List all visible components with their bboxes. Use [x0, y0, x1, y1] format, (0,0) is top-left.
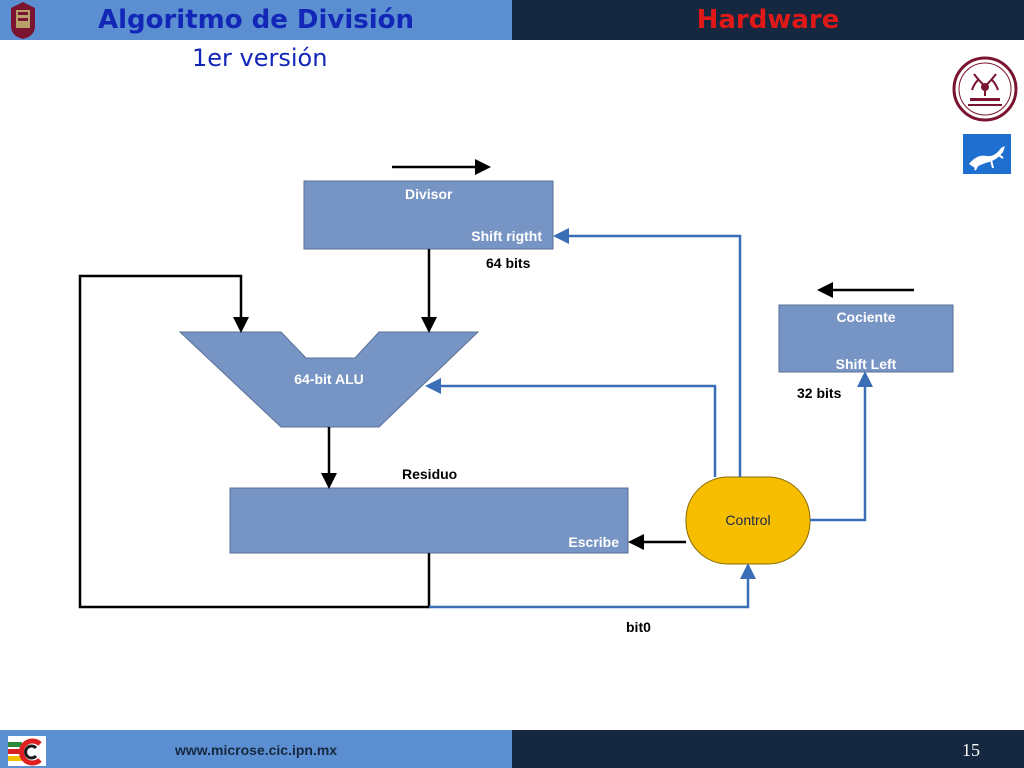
ipn-logo-icon	[11, 2, 35, 39]
control-to-alu-signal	[425, 378, 717, 477]
footer-bar-right	[512, 730, 1024, 768]
residuo-register: Escribe	[229, 487, 629, 554]
footer-bar-left	[0, 730, 512, 768]
header-bar-right	[512, 0, 1024, 40]
residuo-label: Residuo	[402, 466, 457, 482]
slide-title: Algoritmo de División	[97, 5, 415, 35]
red-de-computacion-logo-icon	[952, 56, 1018, 122]
residuo-op-label: Escribe	[568, 534, 619, 550]
alu-label: 64-bit ALU	[294, 371, 363, 387]
control-to-divisor-signal	[553, 228, 742, 477]
divisor-width-label: 64 bits	[486, 255, 531, 271]
page-number: 15	[962, 740, 980, 760]
divisor-label: Divisor	[405, 186, 453, 202]
cociente-op-label: Shift Left	[836, 356, 897, 372]
section-title: Hardware	[696, 5, 840, 35]
control-unit: Control	[685, 476, 811, 565]
alu-unit: 64-bit ALU	[178, 331, 480, 428]
cic-logo-icon	[8, 736, 46, 766]
cociente-width-label: 32 bits	[797, 385, 842, 401]
bit0-label: bit0	[626, 619, 651, 635]
slide-subtitle: 1er versión	[192, 44, 328, 72]
divisor-register: Divisor Shift rigtht	[303, 180, 554, 250]
cociente-label: Cociente	[836, 309, 895, 325]
control-to-cociente-signal	[810, 371, 873, 522]
footer-url[interactable]: www.microse.cic.ipn.mx	[175, 742, 338, 758]
residuo-feedback-wire	[78, 274, 431, 609]
bit0-to-control-signal	[429, 563, 756, 609]
header-bar-left	[0, 0, 512, 40]
divisor-op-label: Shift rigtht	[471, 228, 542, 244]
control-label: Control	[725, 512, 770, 528]
lizard-logo-icon	[963, 134, 1011, 174]
cociente-register: Cociente Shift Left	[778, 304, 954, 373]
